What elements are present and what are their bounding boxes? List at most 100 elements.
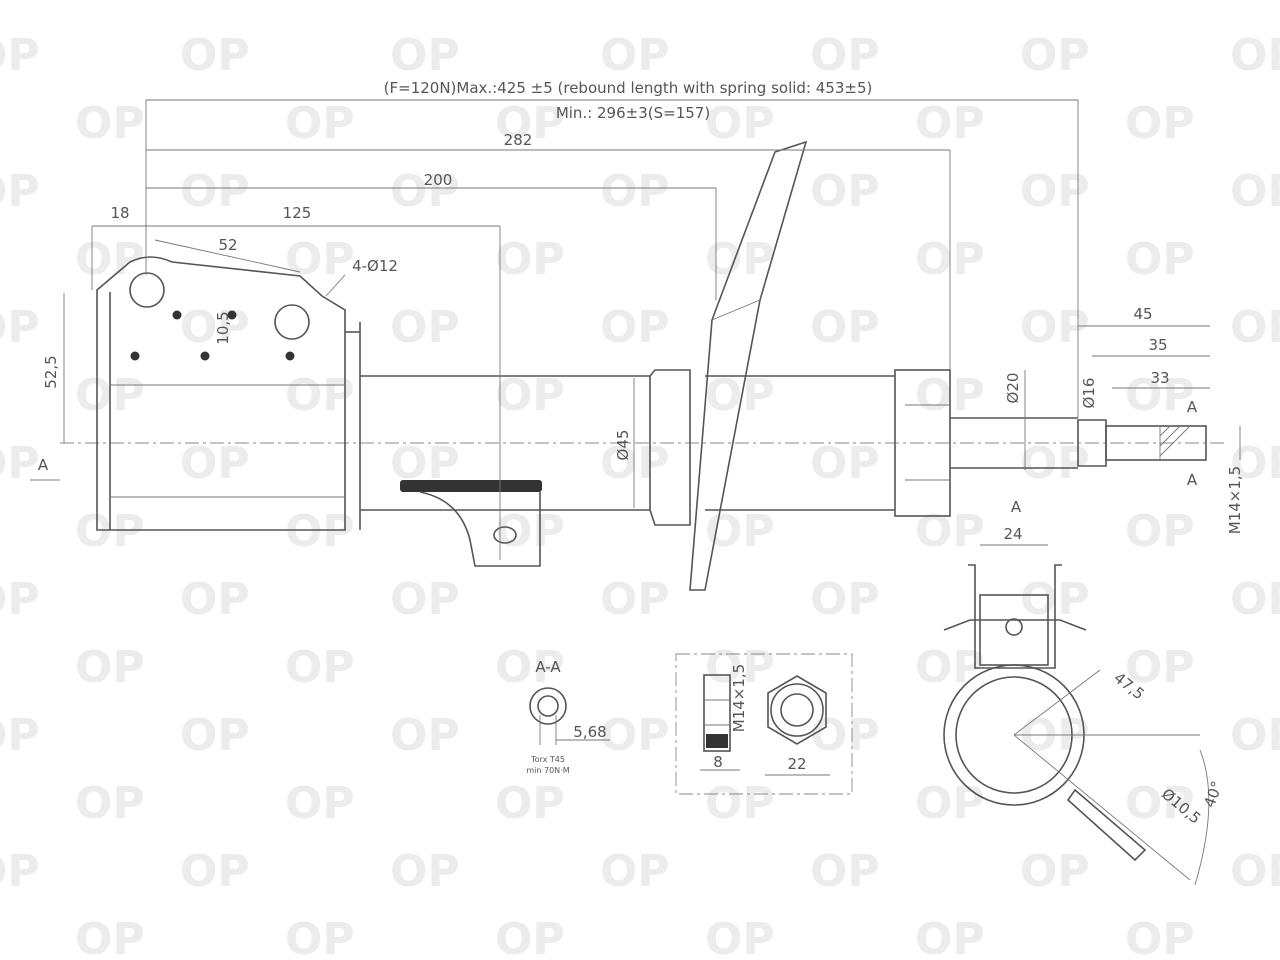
op-watermark: OP	[75, 98, 145, 149]
op-watermark: OP	[1020, 302, 1090, 353]
op-watermark: OP	[1230, 710, 1280, 761]
section-marker-a-bottom: A	[1187, 471, 1198, 489]
section-a-a	[529, 687, 610, 745]
op-watermark: OP	[1125, 234, 1195, 285]
dim-22: 22	[787, 755, 806, 773]
dim-24: 24	[1003, 525, 1022, 543]
dim-35: 35	[1148, 336, 1167, 354]
op-watermark: OP	[180, 846, 250, 897]
op-watermark: OP	[810, 574, 880, 625]
op-watermark: OP	[0, 710, 40, 761]
op-watermark: OP	[705, 234, 775, 285]
op-watermark: OP	[705, 778, 775, 829]
op-watermark: OP	[0, 574, 40, 625]
op-watermark: OP	[810, 30, 880, 81]
torque-spec: min 70N·M	[526, 766, 569, 775]
op-watermark: OP	[0, 302, 40, 353]
op-watermark: OP	[1125, 370, 1195, 421]
op-watermark: OP	[1230, 30, 1280, 81]
op-watermark: OP	[915, 914, 985, 960]
strut-main-view	[60, 140, 1225, 591]
op-watermark: OP	[285, 234, 355, 285]
dim-dia-20: Ø20	[1004, 373, 1022, 404]
op-watermark: OP	[1020, 846, 1090, 897]
op-watermark: OP	[75, 234, 145, 285]
dim-holes: 4-Ø12	[352, 257, 398, 275]
dim-33: 33	[1150, 369, 1169, 387]
op-watermark: OP	[180, 710, 250, 761]
op-watermark: OP	[285, 914, 355, 960]
op-watermark: OP	[180, 30, 250, 81]
view-a-title: A	[1011, 498, 1022, 516]
op-watermark: OP	[495, 234, 565, 285]
op-watermark: OP	[1125, 506, 1195, 557]
op-watermark: OP	[1020, 166, 1090, 217]
op-watermark: OP	[285, 370, 355, 421]
op-watermark: OP	[285, 506, 355, 557]
op-watermark: OP	[600, 166, 670, 217]
op-watermark: OP	[390, 302, 460, 353]
op-watermark: OP	[810, 166, 880, 217]
op-watermark: OP	[1230, 574, 1280, 625]
op-watermark: OP	[75, 778, 145, 829]
op-watermark: OP	[1125, 778, 1195, 829]
op-watermark: OP	[0, 166, 40, 217]
op-watermark: OP	[495, 914, 565, 960]
op-watermark: OP	[390, 574, 460, 625]
section-marker-a-top: A	[1187, 398, 1198, 416]
op-watermark: OP	[600, 302, 670, 353]
op-watermark: OP	[810, 438, 880, 489]
op-watermark: OP	[1020, 30, 1090, 81]
op-watermark: OP	[600, 30, 670, 81]
torx-spec: Torx T45	[530, 755, 565, 764]
op-watermark: OP	[0, 438, 40, 489]
op-watermark: OP	[1230, 166, 1280, 217]
op-watermark: OP	[390, 30, 460, 81]
op-watermark: OP	[495, 98, 565, 149]
dim-52: 52	[218, 236, 237, 254]
op-watermark: OP	[810, 846, 880, 897]
dim-header-line1: (F=120N)Max.:425 ±5 (rebound length with…	[384, 79, 873, 97]
dim-dia-16: Ø16	[1080, 378, 1098, 409]
op-watermark: OP	[285, 98, 355, 149]
op-watermark: OP	[915, 778, 985, 829]
op-watermark: OP	[1230, 302, 1280, 353]
op-watermark: OP	[810, 302, 880, 353]
dim-52-5: 52,5	[42, 355, 60, 388]
view-a-clamp	[943, 544, 1210, 886]
op-watermark: OP	[390, 846, 460, 897]
dimension-lines	[30, 99, 1241, 560]
op-watermark: OP	[1125, 642, 1195, 693]
dim-40-deg: 40°	[1200, 779, 1226, 810]
op-watermark: OP	[600, 438, 670, 489]
op-watermark: OP	[705, 98, 775, 149]
op-watermark: OP	[705, 914, 775, 960]
op-watermark: OP	[285, 778, 355, 829]
dim-282: 282	[504, 131, 533, 149]
op-watermark: OP	[495, 642, 565, 693]
op-watermark: OP	[285, 642, 355, 693]
op-watermark-pattern: OP OP OP OP OP OP OP OP OP OP OP OP OP OP OP OP OP OP OP OP…	[0, 30, 1280, 960]
dim-200: 200	[424, 171, 453, 189]
op-watermark: OP	[495, 506, 565, 557]
dim-125: 125	[283, 204, 312, 222]
op-watermark: OP	[75, 642, 145, 693]
nut-thread-label: M14×1,5	[730, 664, 748, 732]
dim-8: 8	[713, 753, 723, 771]
op-watermark: OP	[705, 642, 775, 693]
op-watermark: OP	[390, 166, 460, 217]
op-watermark: OP	[1020, 438, 1090, 489]
op-watermark: OP	[1125, 98, 1195, 149]
dim-dia-45: Ø45	[614, 430, 632, 461]
op-watermark: OP	[0, 30, 40, 81]
op-watermark: OP	[915, 98, 985, 149]
op-watermark: OP	[600, 574, 670, 625]
dimension-labels: (F=120N)Max.:425 ±5 (rebound length with…	[38, 79, 1244, 828]
op-watermark: OP	[180, 302, 250, 353]
op-watermark: OP	[180, 438, 250, 489]
dim-5-68: 5,68	[573, 723, 606, 741]
op-watermark: OP	[915, 642, 985, 693]
view-marker-a: A	[38, 456, 49, 474]
op-watermark: OP	[180, 574, 250, 625]
op-watermark: OP	[1230, 846, 1280, 897]
